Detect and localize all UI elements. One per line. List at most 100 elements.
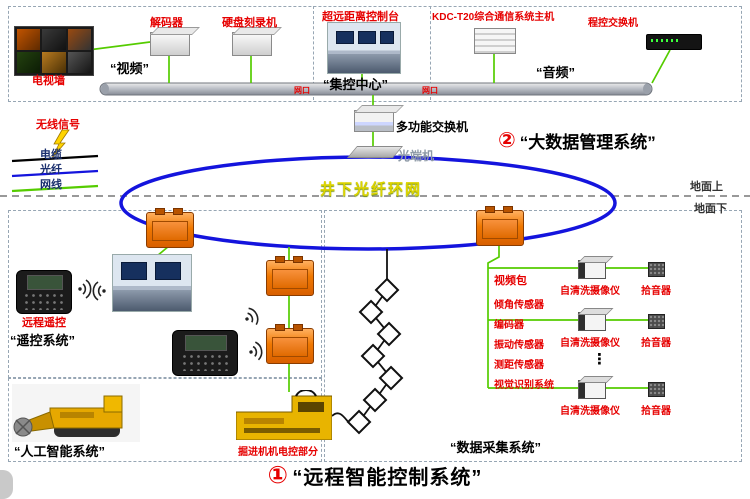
remote-screen bbox=[26, 275, 64, 290]
box-panel bbox=[272, 337, 308, 357]
remote-keys bbox=[180, 353, 230, 372]
roadheader-image bbox=[12, 384, 140, 442]
sensor-label-1: 倾角传感器 bbox=[494, 300, 544, 311]
cable-gland bbox=[275, 324, 285, 331]
pickup-label-3: 拾音器 bbox=[641, 406, 671, 417]
ai-system-label: “人工智能系统” bbox=[14, 444, 106, 459]
remote-system-label: “遥控系统” bbox=[10, 333, 76, 348]
daq-system-label: “数据采集系统” bbox=[450, 440, 542, 455]
box-panel bbox=[152, 221, 188, 241]
main-title-number: ① bbox=[267, 462, 288, 489]
camera-device-2 bbox=[578, 312, 606, 331]
console-label: 超远距离控制台 bbox=[322, 11, 399, 23]
pickup-device-1 bbox=[648, 262, 665, 277]
handheld-remote-b bbox=[172, 330, 238, 376]
tv-cell bbox=[17, 29, 41, 50]
bigdata-title: ② “大数据管理系统” bbox=[498, 128, 656, 153]
camera-label-3: 自清洗摄像仪 bbox=[560, 406, 620, 417]
main-title: ① “远程智能控制系统” bbox=[140, 461, 610, 490]
video-pack-label: 视频包 bbox=[494, 275, 527, 287]
cable-gland bbox=[485, 206, 495, 213]
camera-label-1: 自清洗摄像仪 bbox=[560, 286, 620, 297]
remote-keys bbox=[23, 292, 65, 310]
tv-cell bbox=[42, 52, 66, 73]
comm-host-device bbox=[474, 28, 516, 54]
cable-gland bbox=[275, 256, 285, 263]
tv-wall-image bbox=[14, 26, 94, 76]
photo-desk bbox=[328, 54, 400, 73]
wireless-legend-label: 无线信号 bbox=[36, 119, 80, 131]
above-ground-label: 地面上 bbox=[690, 181, 723, 193]
corner-artifact bbox=[0, 470, 13, 499]
cable-gland bbox=[293, 256, 303, 263]
camera-device-1 bbox=[578, 260, 606, 279]
photo-monitor bbox=[155, 262, 181, 280]
recorder-label: 硬盘刻录机 bbox=[222, 17, 277, 29]
photo-desk bbox=[113, 289, 191, 311]
box-panel bbox=[272, 269, 308, 289]
handheld-remote-label: 远程遥控 bbox=[22, 317, 66, 329]
optical-terminal-label: 光端机 bbox=[398, 149, 435, 163]
below-ground-label: 地面下 bbox=[694, 203, 727, 215]
video-system-label: “视频” bbox=[110, 61, 150, 76]
tv-cell bbox=[17, 52, 41, 73]
decoder-label: 解码器 bbox=[150, 17, 183, 29]
audio-section-divider bbox=[430, 6, 431, 100]
cable-gland bbox=[293, 324, 303, 331]
recorder-device bbox=[232, 32, 272, 56]
bigdata-number: ② bbox=[498, 129, 516, 152]
comm-host-label: KDC-T20综合通信系统主机 bbox=[432, 12, 555, 23]
sensor-label-2: 编码器 bbox=[494, 320, 524, 331]
flameproof-box-c bbox=[266, 324, 314, 364]
photo-monitor bbox=[121, 262, 147, 280]
control-room-photo bbox=[327, 22, 401, 74]
bus-port-left-label: 网口 bbox=[294, 86, 310, 95]
flameproof-box-b bbox=[266, 256, 314, 296]
video-section-divider bbox=[313, 6, 314, 100]
switch-device bbox=[354, 110, 394, 132]
handheld-remote-a bbox=[16, 270, 72, 314]
bigdata-label: “大数据管理系统” bbox=[519, 133, 656, 152]
control-center-label: “集控中心” bbox=[323, 77, 389, 92]
flameproof-box-a bbox=[146, 208, 194, 248]
machine-part-label: 掘进机机电控部分 bbox=[238, 447, 318, 458]
cable-gland bbox=[503, 206, 513, 213]
pickup-device-3 bbox=[648, 382, 665, 397]
tv-cell bbox=[67, 52, 91, 73]
pickup-device-2 bbox=[648, 314, 665, 329]
pbx-label: 程控交换机 bbox=[588, 18, 638, 29]
sensor-label-5: 视觉识别系统 bbox=[494, 380, 554, 391]
flameproof-box-d bbox=[476, 206, 524, 246]
photo-monitor bbox=[380, 31, 394, 44]
network-legend-label: 网线 bbox=[40, 179, 62, 191]
sensor-label-4: 测距传感器 bbox=[494, 360, 544, 371]
fiber-ring-label: 井下光纤环网 bbox=[319, 181, 422, 198]
cable-legend-label: 电缆 bbox=[40, 149, 62, 161]
machine-electric-part-image bbox=[236, 390, 332, 440]
remote-screen bbox=[184, 335, 228, 351]
operator-console-image bbox=[112, 254, 192, 312]
fiber-legend-label: 光纤 bbox=[40, 164, 62, 176]
tv-cell bbox=[67, 29, 91, 50]
camera-label-2: 自清洗摄像仪 bbox=[560, 338, 620, 349]
decoder-device bbox=[150, 32, 190, 56]
pickup-label-1: 拾音器 bbox=[641, 286, 671, 297]
bus-port-right-label: 网口 bbox=[422, 86, 438, 95]
box-panel bbox=[482, 219, 518, 239]
photo-monitor bbox=[358, 31, 376, 44]
photo-monitor bbox=[336, 31, 354, 44]
tv-wall-label: 电视墙 bbox=[32, 75, 65, 87]
tv-cell bbox=[42, 29, 66, 50]
surface-section-frame bbox=[8, 6, 742, 102]
ellipsis-dots: ⋮ bbox=[592, 351, 607, 368]
main-title-label: “远程智能控制系统” bbox=[292, 467, 483, 489]
switch-label: 多功能交换机 bbox=[396, 120, 469, 134]
cable-gland bbox=[155, 208, 165, 215]
optical-terminal-device bbox=[346, 146, 404, 158]
pickup-label-2: 拾音器 bbox=[641, 338, 671, 349]
camera-device-3 bbox=[578, 380, 606, 399]
audio-system-label: “音频” bbox=[536, 65, 576, 80]
cable-gland bbox=[173, 208, 183, 215]
sensor-label-3: 振动传感器 bbox=[494, 340, 544, 351]
